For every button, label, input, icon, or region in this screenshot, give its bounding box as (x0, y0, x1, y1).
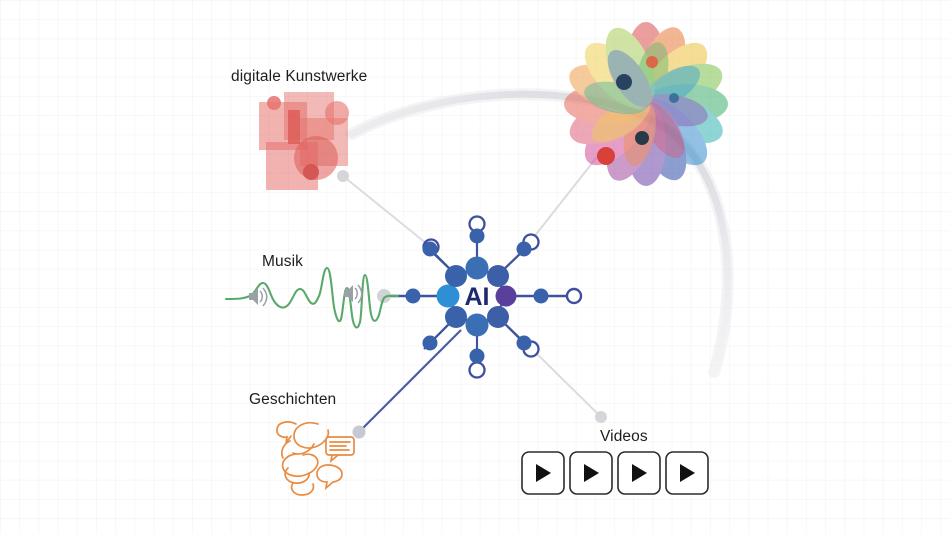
play-icon (632, 464, 647, 482)
play-icon (536, 464, 551, 482)
label-music: Musik (262, 253, 303, 270)
video-button[interactable] (665, 451, 709, 495)
video-button[interactable] (617, 451, 661, 495)
label-digital-artwork: digitale Kunstwerke (231, 68, 368, 85)
cluster-inner-nodes (436, 256, 517, 337)
link-ai-to-videos (530, 347, 607, 423)
ai-network-cluster: AI (405, 215, 549, 379)
speaker-icon (344, 284, 363, 304)
music-waveform-graphic (224, 266, 400, 329)
video-button[interactable] (521, 451, 565, 495)
digital-artwork-graphic (259, 92, 349, 190)
speech-bubble-icon (325, 436, 355, 464)
link-art-to-ai (337, 170, 433, 249)
video-button[interactable] (569, 451, 613, 495)
speaker-icon (249, 287, 268, 307)
video-buttons-group[interactable] (521, 451, 709, 495)
speech-bubble-icon (316, 464, 343, 491)
stories-doodle-graphic (276, 421, 355, 496)
label-videos: Videos (600, 428, 648, 445)
play-icon (584, 464, 599, 482)
colorful-petal-flower (564, 22, 728, 186)
play-icon (680, 464, 695, 482)
label-stories: Geschichten (249, 391, 337, 408)
ai-label: AI (465, 283, 490, 311)
cluster-outer-dots (405, 228, 549, 364)
link-stories-to-ai (352, 329, 462, 439)
